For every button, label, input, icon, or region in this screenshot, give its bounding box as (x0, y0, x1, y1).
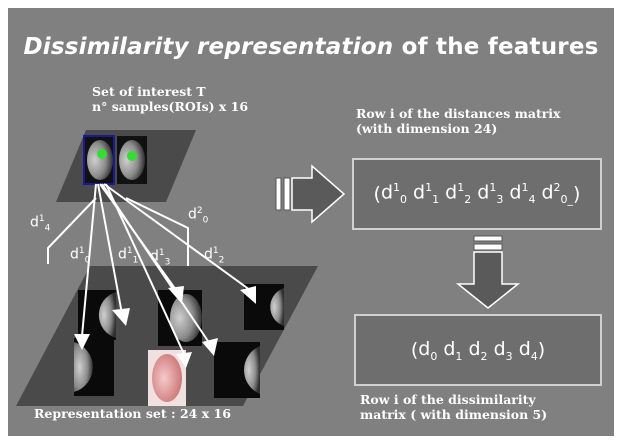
arrow-label-d11-sub: 1 (132, 255, 139, 266)
arrow-label-d12-sub: 2 (218, 255, 225, 266)
arrow-label-d12: d12 (204, 246, 224, 265)
set-of-interest-line2: n° samples(ROIs) x 16 (92, 99, 249, 114)
dv-term-1: d11 (413, 181, 440, 207)
rep-image-4 (74, 338, 114, 396)
arrow-label-d13: d13 (150, 248, 170, 267)
distances-row-line2: (with dimension 24) (356, 121, 498, 136)
arrow-head-3 (168, 286, 184, 304)
arrow-heads (74, 286, 256, 368)
dissimilarity-vector-open: ( (410, 339, 419, 361)
arrow-head-5 (240, 286, 256, 304)
distances-vector-box: (d10 d11 d12 d13 d14 d20_) (352, 158, 602, 230)
set-of-interest-line1: Set of interest T (92, 84, 206, 99)
dis-term-3: d3 (493, 337, 513, 363)
down-block-arrow (455, 235, 521, 309)
rep-image-2 (158, 290, 202, 346)
distances-vector-open: ( (373, 183, 381, 205)
distances-row-label: Row i of the distances matrix (with dime… (356, 106, 561, 136)
arrow-head-1 (74, 334, 90, 350)
arrow-label-d14-sup: 1 (38, 214, 45, 224)
arrow-line-d14 (81, 183, 97, 337)
arrow-label-d14: d14 (30, 214, 50, 233)
arrow-label-d11-base: d (118, 246, 127, 263)
roi-breast-1 (87, 140, 113, 180)
arrow-head-6 (176, 352, 192, 368)
arrow-line-right-bracket (125, 197, 189, 266)
distances-vector-close: ) (573, 183, 581, 205)
arrow-line-d20 (105, 183, 185, 355)
arrow-label-d10-sup: 1 (78, 246, 85, 256)
arrow-line-d10 (97, 183, 123, 315)
dis-term-4: d4 (518, 337, 538, 363)
dis-term-1: d1 (443, 337, 463, 363)
dv-term-4: d14 (509, 181, 536, 207)
arrow-label-d10-sub: 0 (84, 255, 91, 266)
dv-term-3: d13 (477, 181, 504, 207)
dv-term-2: d12 (445, 181, 472, 207)
arrow-label-d13-base: d (150, 248, 159, 265)
slide: Dissimilarity representation of the feat… (8, 8, 614, 436)
title-rest: of the features (393, 34, 599, 60)
arrow-label-d10-base: d (70, 246, 79, 263)
arrow-head-2 (112, 308, 130, 326)
arrow-head-4 (202, 338, 218, 356)
arrow-label-d20: d20 (188, 206, 208, 225)
dv-term-5: d20_ (541, 181, 574, 207)
arrow-label-d13-sub: 3 (164, 257, 171, 268)
dissimilarity-vector-close: ) (537, 339, 546, 361)
representation-set-label: Representation set : 24 x 16 (34, 406, 231, 421)
dissimilarity-vector-box: (d0 d1 d2 d3 d4) (354, 314, 602, 386)
slide-title: Dissimilarity representation of the feat… (8, 34, 614, 60)
arrow-label-d14-base: d (30, 214, 39, 231)
title-emphasis: Dissimilarity representation (23, 34, 394, 60)
arrow-label-d12-base: d (204, 246, 213, 263)
dissimilarity-row-line1: Row i of the dissimilarity (360, 392, 536, 407)
dis-term-0: d0 (418, 337, 438, 363)
dissimilarity-row-line2: matrix ( with dimension 5) (360, 407, 548, 422)
rep-image-5 (148, 350, 186, 406)
dis-term-2: d2 (468, 337, 488, 363)
right-block-arrow (275, 164, 346, 224)
arrow-label-d20-base: d (188, 206, 197, 223)
roi-marker-1 (97, 149, 107, 159)
arrow-label-d13-sup: 1 (158, 248, 165, 258)
arrow-line-left-bracket (47, 197, 97, 264)
set-of-interest-label: Set of interest T n° samples(ROIs) x 16 (92, 84, 248, 114)
dv-term-0: d10 (380, 181, 407, 207)
rep-image-1 (78, 290, 116, 340)
arrow-label-d20-sub: 0 (202, 215, 209, 226)
rep-image-6 (214, 342, 260, 398)
diagram-canvas (16, 130, 521, 406)
roi-marker-2 (127, 151, 137, 161)
arrow-label-d11-sup: 1 (126, 246, 133, 256)
arrow-label-d20-sup: 2 (196, 206, 203, 216)
dissimilarity-row-label: Row i of the dissimilarity matrix ( with… (360, 392, 547, 422)
arrow-label-d11: d11 (118, 246, 138, 265)
arrow-label-d10: d10 (70, 246, 90, 265)
arrow-label-d12-sup: 1 (212, 246, 219, 256)
arrow-line-d13 (101, 183, 211, 345)
arrow-line-d12 (103, 183, 251, 291)
distance-arrows (47, 183, 251, 355)
distances-row-line1: Row i of the distances matrix (356, 106, 561, 121)
arrow-label-d14-sub: 4 (44, 223, 51, 234)
